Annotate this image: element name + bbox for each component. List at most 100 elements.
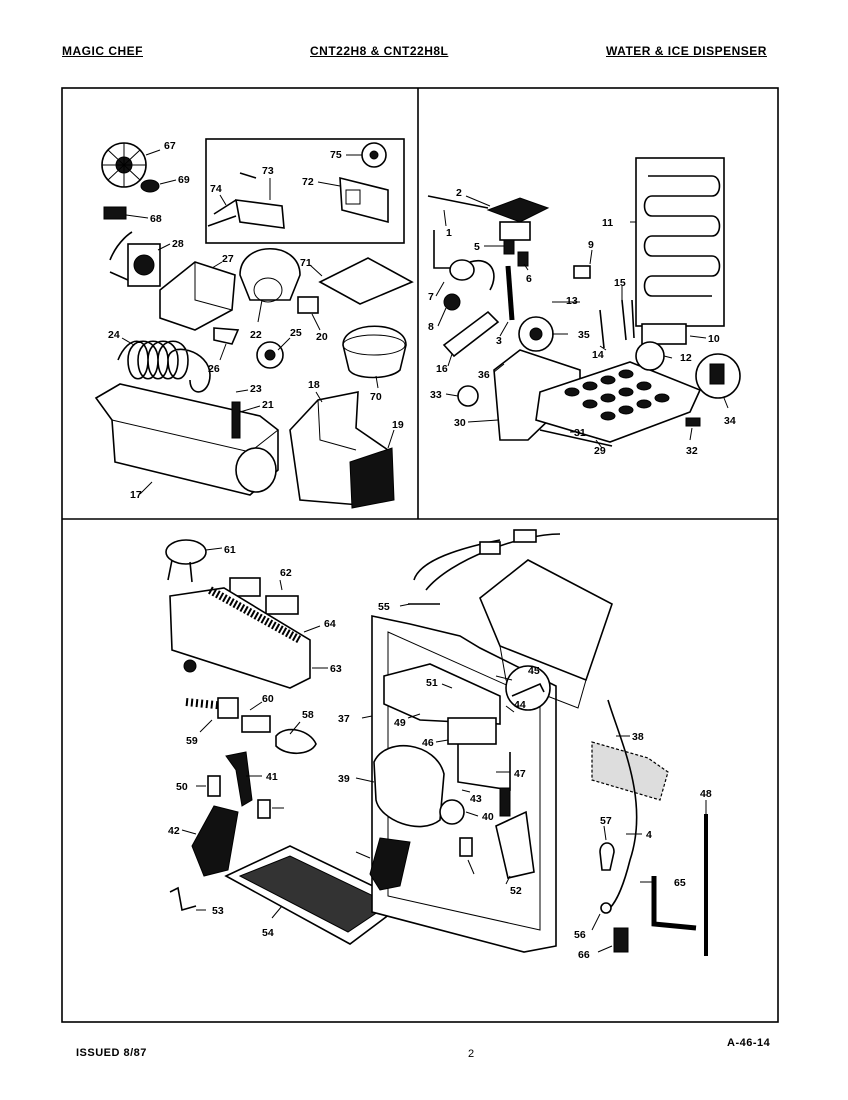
callout-50: 50 <box>176 781 188 793</box>
callout-40: 40 <box>482 811 494 823</box>
part-33-gear <box>457 385 479 407</box>
callout-49: 49 <box>394 717 406 729</box>
part-3-tube <box>505 265 515 321</box>
part-25-gear <box>256 341 284 369</box>
part-20-bushing <box>297 296 319 314</box>
part-64-63-control-board <box>169 586 311 689</box>
callout-25: 25 <box>290 327 302 339</box>
part-7-tube <box>433 230 495 291</box>
callout-8: 8 <box>428 321 434 333</box>
callout-62: 62 <box>280 567 292 579</box>
part-70-cover <box>342 325 407 379</box>
callout-43: 43 <box>470 793 482 805</box>
callout-29: 29 <box>594 445 606 457</box>
part-39-flap <box>373 745 445 828</box>
part-62-relays <box>229 577 299 615</box>
part-29-ice-tray <box>535 361 702 443</box>
part-28-motor <box>109 231 161 287</box>
callout-14: 14 <box>592 349 604 361</box>
part-2-valve <box>486 197 550 241</box>
part-17-ice-bin <box>94 383 279 496</box>
part-26-clip <box>213 327 240 345</box>
callout-18: 18 <box>308 379 320 391</box>
callout-6: 6 <box>526 273 532 285</box>
callout-20: 20 <box>316 331 328 343</box>
part-10-heater-plate <box>641 323 687 345</box>
callout-37: 37 <box>338 713 350 725</box>
callout-73: 73 <box>262 165 274 177</box>
callout-21: 21 <box>262 399 274 411</box>
callout-12: 12 <box>680 352 692 364</box>
callout-19: 19 <box>392 419 404 431</box>
part-16-insulator <box>442 310 500 358</box>
callout-70: 70 <box>370 391 382 403</box>
part-69-clip <box>140 179 160 193</box>
callout-65: 65 <box>674 877 686 889</box>
part-11-evaporator <box>635 157 725 327</box>
part-59-60-58-lamp <box>185 697 317 755</box>
callout-7: 7 <box>428 291 434 303</box>
callout-35: 35 <box>578 329 590 341</box>
part-35-bearing <box>518 316 554 352</box>
part-71-plate <box>318 257 414 305</box>
part-67-gear <box>101 142 147 188</box>
model-numbers: CNT22H8 & CNT22H8L <box>310 44 449 58</box>
part-12-thermostat <box>635 341 665 371</box>
diagram-frame <box>61 87 779 1023</box>
callout-34: 34 <box>724 415 736 427</box>
callout-53: 53 <box>212 905 224 917</box>
callout-58: 58 <box>302 709 314 721</box>
callout-44: 44 <box>514 699 526 711</box>
callout-55: 55 <box>378 601 390 613</box>
callout-11: 11 <box>602 217 613 229</box>
callout-33: 33 <box>430 389 442 401</box>
callout-38: 38 <box>632 731 644 743</box>
callout-13: 13 <box>566 295 578 307</box>
callout-32: 32 <box>686 445 698 457</box>
callout-60: 60 <box>262 693 274 705</box>
callout-64: 64 <box>324 618 336 630</box>
part-8-grommet <box>443 293 461 311</box>
page-code: A-46-14 <box>727 1037 771 1049</box>
callout-47: 47 <box>514 768 526 780</box>
part-46-47-solenoid <box>447 717 511 791</box>
callout-15: 15 <box>614 277 626 289</box>
part-52-cover <box>495 810 535 879</box>
part-68-screw <box>103 206 127 220</box>
brand-title: MAGIC CHEF <box>62 44 143 58</box>
issued-date: ISSUED 8/87 <box>76 1047 147 1059</box>
callout-10: 10 <box>708 333 720 345</box>
callout-48: 48 <box>700 788 712 800</box>
part-56-66-fitting <box>600 902 629 953</box>
callout-22: 22 <box>250 329 262 341</box>
part-65-tube <box>651 876 697 931</box>
callout-30: 30 <box>454 417 466 429</box>
part-31-arm <box>539 429 613 447</box>
part-42-paddle-right <box>369 837 411 891</box>
callout-26: 26 <box>208 363 220 375</box>
callout-72: 72 <box>302 176 314 188</box>
callout-61: 61 <box>224 544 236 556</box>
part-22-collar <box>239 247 301 303</box>
callout-75: 75 <box>330 149 342 161</box>
part-27-housing <box>159 261 236 331</box>
callout-24: 24 <box>108 329 120 341</box>
leader-lines <box>121 149 729 953</box>
part-9-clip <box>573 265 591 279</box>
callout-63: 63 <box>330 663 342 675</box>
callout-59: 59 <box>186 735 198 747</box>
callout-54: 54 <box>262 927 274 939</box>
callout-67: 67 <box>164 140 176 152</box>
callout-31: 31 <box>574 427 586 439</box>
callout-3: 3 <box>496 335 502 347</box>
callout-16: 16 <box>436 363 448 375</box>
callout-56: 56 <box>574 929 586 941</box>
callout-42: 42 <box>168 825 180 837</box>
callout-9: 9 <box>588 239 594 251</box>
part-73-74-bracket-box <box>205 138 405 244</box>
part-50-clip-right <box>459 837 473 857</box>
part-5-6-fittings <box>503 239 529 267</box>
callout-74: 74 <box>210 183 222 195</box>
callout-27: 27 <box>222 253 234 265</box>
